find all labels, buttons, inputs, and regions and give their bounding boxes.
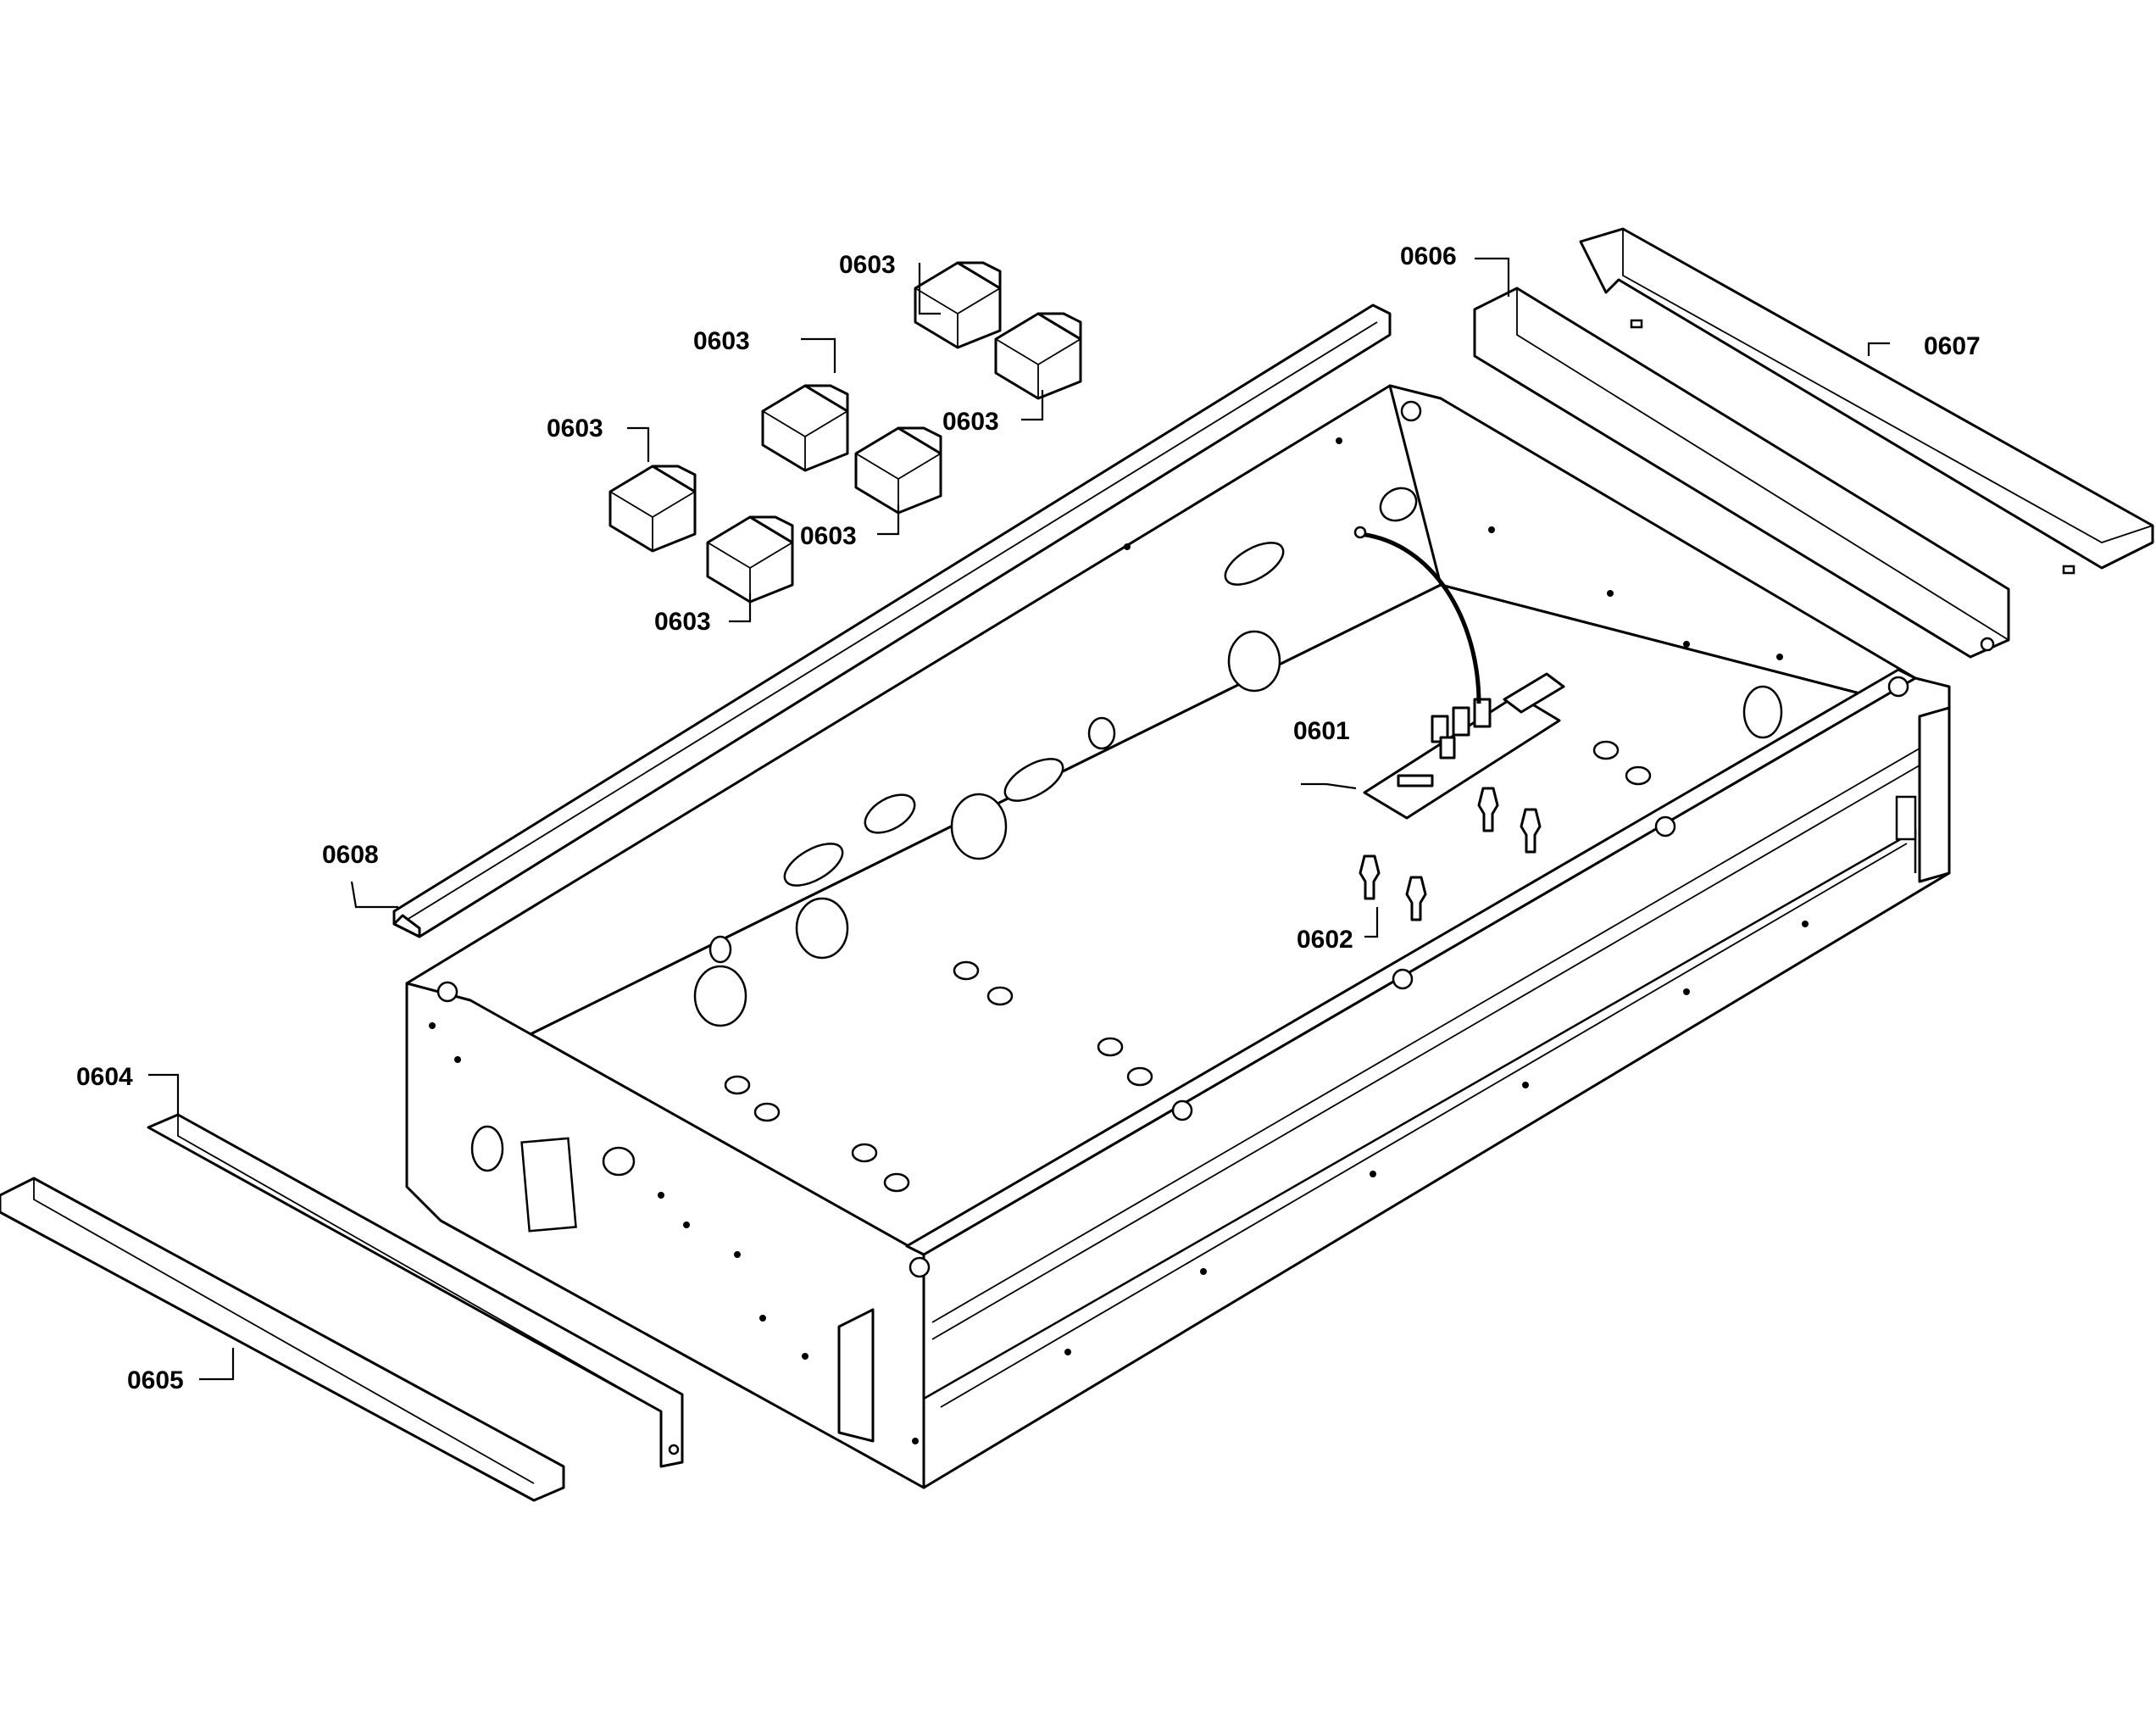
leader-0603-c [801, 337, 836, 373]
leader-0603-a [918, 263, 941, 315]
leader-0608 [350, 881, 398, 909]
rail-0608 [392, 303, 1392, 938]
bracket-0603-f [706, 515, 794, 604]
capacitor-2 [1452, 706, 1470, 737]
right-bracket-slot [1895, 795, 1917, 841]
front-rail-line-2 [931, 762, 1925, 1340]
leader-0607 [1867, 342, 1890, 356]
standoff-4 [1405, 876, 1427, 921]
callout-labels: 0603 0603 0603 0603 0603 0603 0601 0602 … [76, 242, 1981, 1394]
callout-0601: 0601 [1293, 717, 1350, 745]
panel-0606-hole [1980, 637, 1995, 652]
trim-0604-hole [668, 1444, 680, 1455]
back-wall-holes [693, 487, 1783, 1027]
leader-lines [148, 257, 1890, 1381]
panel-0607-body [1579, 227, 2154, 570]
leader-0603-b [1021, 390, 1044, 421]
callout-0603-b: 0603 [942, 408, 999, 436]
panel-0607-slot-2 [2062, 565, 2075, 575]
panel-0607 [1579, 227, 2154, 575]
callout-0603-c: 0603 [693, 327, 750, 355]
panel-0607-slot-1 [1630, 319, 1643, 329]
bracket-0603-b [994, 312, 1082, 400]
trim-0605-fold [33, 1178, 535, 1484]
chassis-front-lip [905, 668, 1917, 1256]
bracket-0603-c [761, 384, 849, 472]
callout-0603-e: 0603 [547, 415, 603, 442]
rail-0608-slot-line [406, 321, 1378, 921]
left-wall-hole-2 [602, 1146, 636, 1177]
leader-0603-f [729, 593, 752, 623]
left-wall-cutout [520, 1137, 577, 1233]
trim-0605 [0, 1177, 565, 1502]
leader-0606 [1475, 257, 1510, 297]
callout-0604: 0604 [76, 1063, 133, 1091]
base-chassis [405, 384, 1951, 1489]
standoff-1 [1477, 787, 1499, 832]
control-board-0601 [1353, 526, 1565, 820]
standoff-3 [1359, 854, 1381, 900]
leader-0604 [148, 1073, 180, 1115]
leader-0601 [1301, 782, 1357, 790]
pcb-chip [1397, 774, 1434, 787]
callout-0608: 0608 [322, 841, 379, 869]
callout-0605: 0605 [127, 1366, 184, 1394]
chassis-left-end-wall [405, 982, 925, 1489]
callout-0603-f: 0603 [654, 608, 711, 636]
standoffs-0602 [1359, 787, 1542, 921]
left-end-bracket [837, 1308, 875, 1443]
front-rail-line-1 [931, 745, 1925, 1323]
rivet-dots [429, 437, 1809, 1444]
front-skirt-inner-line [940, 843, 1908, 1408]
front-skirt-line [922, 828, 1917, 1488]
leader-0605 [199, 1348, 235, 1381]
capacitor-4 [1439, 736, 1456, 760]
panel-0606-fold [1516, 288, 2009, 641]
callout-0602: 0602 [1297, 926, 1353, 954]
rail-0608-end [392, 914, 421, 938]
leader-0602 [1364, 907, 1379, 938]
panel-0607-fold [1622, 229, 2153, 543]
chassis-right-bracket [1918, 706, 1951, 883]
callout-0603-d: 0603 [800, 522, 857, 550]
leader-0603-e [627, 426, 650, 462]
bracket-0603-a [914, 261, 1002, 349]
bracket-0603-d [854, 426, 942, 515]
panel-0606 [1473, 287, 2010, 659]
brackets-0603 [608, 261, 1082, 604]
corner-bosses [436, 400, 1909, 1278]
wire-terminal [1353, 526, 1367, 539]
floor-bosses [724, 740, 1652, 1193]
wire-harness [1359, 531, 1481, 704]
bracket-0603-e [608, 465, 697, 553]
left-wall-hole-1 [470, 1125, 504, 1172]
callout-0607: 0607 [1924, 332, 1981, 360]
leader-0603-d [877, 504, 900, 536]
trim-0604-fold [177, 1115, 662, 1412]
standoff-2 [1520, 808, 1542, 854]
pcb-connector [1503, 672, 1565, 714]
callout-0603-a: 0603 [839, 251, 896, 279]
callout-0606: 0606 [1400, 242, 1457, 270]
capacitor-3 [1473, 698, 1492, 728]
